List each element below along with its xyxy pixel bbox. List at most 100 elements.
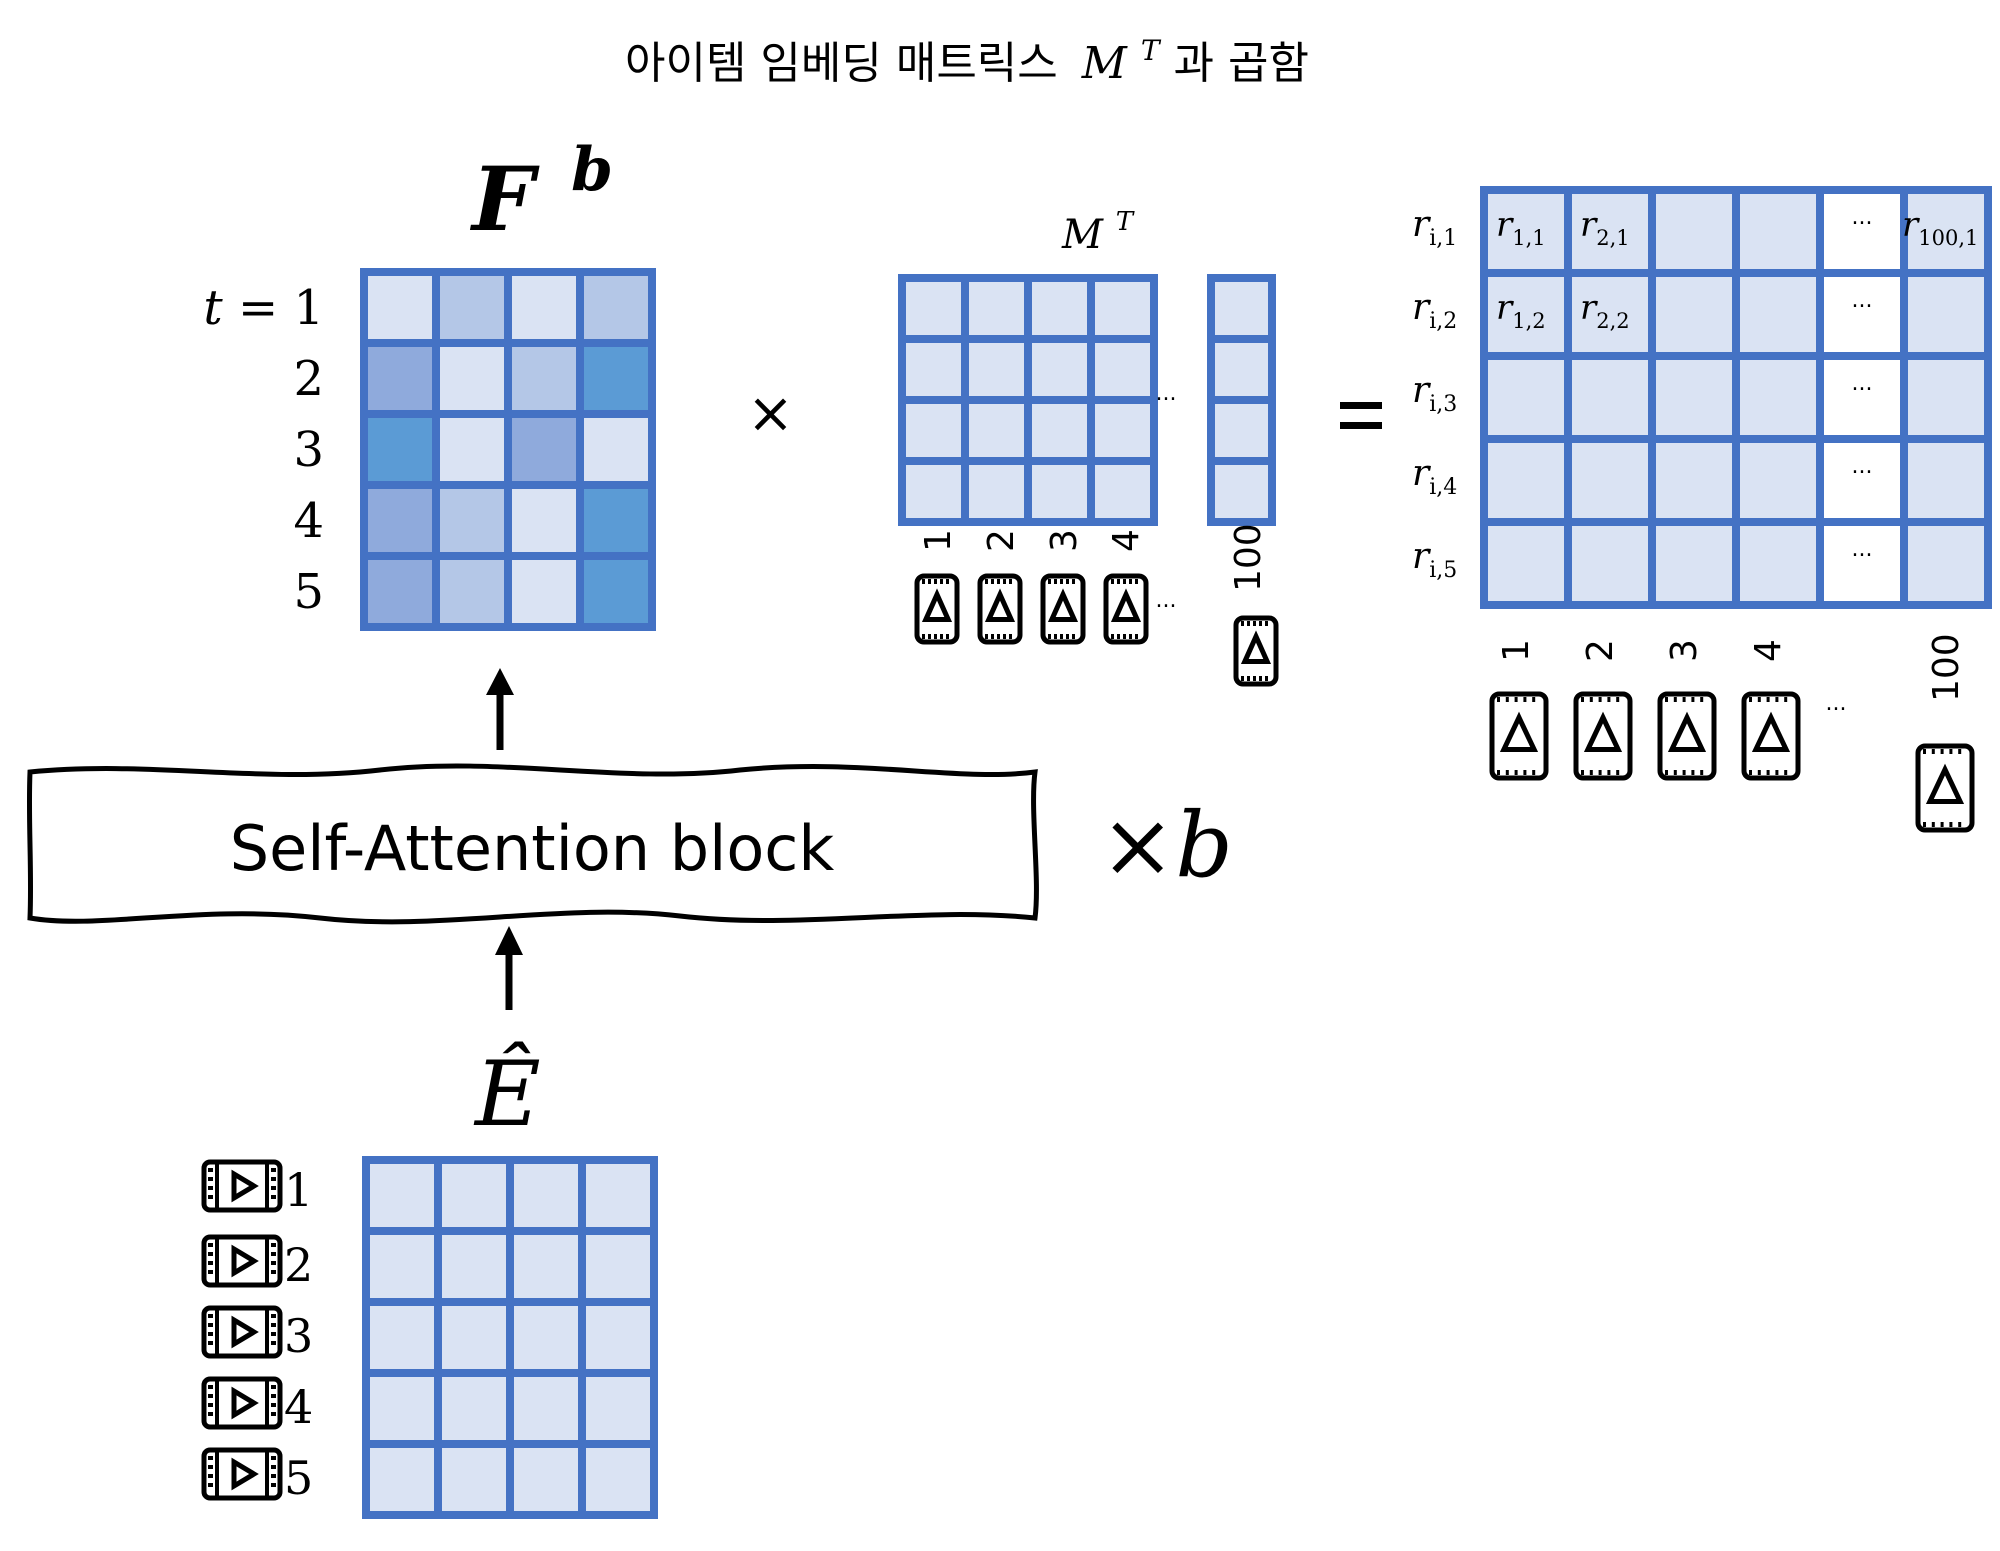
ehat-row-icons [201,1159,283,1501]
result-matrix-cell [1900,269,1992,360]
ehat-row-label: 5 [284,1451,313,1505]
result-row-label: ri,2 [1412,287,1457,334]
mt-item-icons [914,573,1279,687]
mt-matrix-cell [961,457,1032,526]
fb-matrix-cell [432,268,512,347]
result-matrix-cell [1816,435,1908,526]
fb-matrix-cell [432,552,512,631]
mt-ellipsis: ... [1156,381,1177,406]
fb-label: F b [469,135,613,251]
fb-matrix-cell [504,410,584,489]
up-arrow-icon [495,926,523,1010]
result-ellipsis: ... [1852,205,1873,230]
result-matrix-cell [1816,186,1908,277]
ehat-matrix-cell [506,1369,586,1448]
fb-matrix-cell [360,268,440,347]
result-matrix-cell [1648,186,1740,277]
result-row-label: ri,1 [1412,204,1457,251]
fb-matrix-cell [360,552,440,631]
ehat-matrix-cell [434,1227,514,1306]
mt-matrix-cell [898,335,969,404]
result-matrix-cell [1900,518,1992,609]
result-col-label: 1 [1496,639,1537,662]
ehat-matrix [362,1156,658,1519]
video-clip-icon [201,1447,283,1501]
fb-matrix-cell [432,410,512,489]
fb-row-label: 3 [293,422,324,478]
result-cell-label: r100,1 [1902,205,1978,250]
video-clip-icon [201,1376,283,1430]
ehat-matrix-cell [578,1440,658,1519]
result-matrix-cell [1648,518,1740,609]
ehat-matrix-cell [362,1369,442,1448]
result-ellipsis: ... [1852,288,1873,313]
ehat-matrix-cell [362,1298,442,1377]
result-cell-label: r2,2 [1580,288,1630,333]
fb-matrix-cell [576,410,656,489]
mt-matrix-cell [961,274,1032,343]
ehat-matrix-cell [578,1156,658,1235]
result-ellipsis: ... [1852,454,1873,479]
result-col-label: 4 [1748,639,1789,662]
ehat-matrix-cell [506,1156,586,1235]
result-matrix-cell [1732,186,1824,277]
mt-label: M T [1061,207,1135,258]
fb-matrix-cell [432,481,512,560]
result-matrix-cell [1732,518,1824,609]
fb-row-label: 5 [293,564,324,620]
play-icon [1040,573,1086,645]
ehat-matrix-cell [578,1298,658,1377]
ehat-matrix-cell [506,1440,586,1519]
mt-item-label: 100 [1228,523,1269,592]
mt-item-label: 2 [981,529,1022,552]
fb-matrix-cell [360,481,440,560]
play-icon [1915,743,1975,833]
mt-matrix-cell [898,457,969,526]
result-cell-label: r1,1 [1496,205,1546,250]
result-matrix-cell [1564,269,1656,360]
fb-matrix-cell [576,268,656,347]
ehat-matrix-cell [578,1369,658,1448]
result-matrix-cell [1816,518,1908,609]
fb-matrix-cell [576,481,656,560]
fb-matrix-cell [576,339,656,418]
fb-matrix-cell [504,552,584,631]
result-matrix-cell [1564,352,1656,443]
fb-matrix-cell [360,339,440,418]
play-icon [977,573,1023,645]
times-symbol: × [747,381,794,446]
fb-matrix-cell [576,552,656,631]
diagram-title: 아이템 임베딩 매트릭스 M T 과 곱함 [625,20,1309,89]
mt-matrix-cell [1087,396,1158,465]
play-icon [914,573,960,645]
fb-row-label: t = 1 [203,280,324,336]
result-col-label: 2 [1580,639,1621,662]
equals-symbol [1340,402,1382,429]
result-cell-label: r1,2 [1496,288,1546,333]
ehat-matrix-cell [506,1298,586,1377]
mt-matrix-cell [1207,396,1276,465]
result-matrix-cell [1648,352,1740,443]
result-col-icons [1489,691,1975,833]
ehat-matrix-cell [578,1227,658,1306]
mt-matrix-cell [1087,335,1158,404]
mt-icons-ellipsis: ... [1156,588,1177,613]
fb-matrix-cell [504,339,584,418]
mt-matrix-cell [1024,335,1095,404]
result-matrix-cell [1480,435,1572,526]
result-matrix-cell [1480,518,1572,609]
up-arrow-icon [486,668,514,750]
fb-row-label: 4 [293,493,324,549]
mt-matrix-cell [961,396,1032,465]
result-row-label: ri,5 [1412,536,1457,583]
ehat-matrix-cell [434,1298,514,1377]
mt-matrix-cell [1024,457,1095,526]
result-matrix-cell [1732,352,1824,443]
fb-matrix [360,268,656,631]
result-matrix-cell [1900,186,1992,277]
result-matrix: ............... [1480,186,1992,609]
mt-item-label: 4 [1106,529,1147,552]
